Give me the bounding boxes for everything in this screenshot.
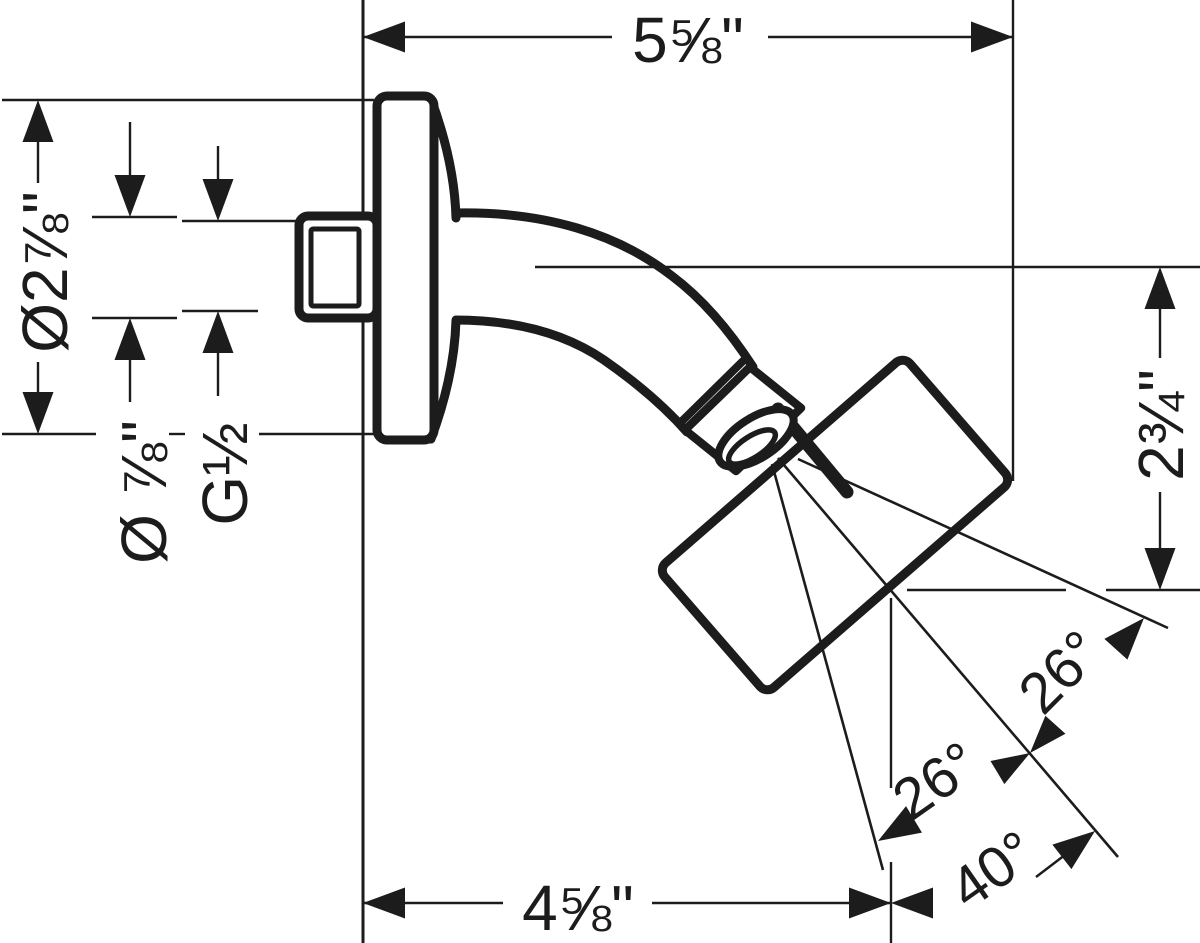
arrowhead-total-left [891,887,933,919]
shower-arm-top-edge [450,208,758,372]
arrowhead-up [202,311,234,353]
arrowhead-right [849,887,891,919]
arrowhead-angle-left [878,806,922,841]
arrowhead-left [363,21,405,53]
supply-nipple-inner [308,226,362,309]
spray-line-axis [777,457,1119,858]
dim-head-drop-label: 2¾" [1125,369,1197,481]
arrowhead-angle-right [1104,618,1144,660]
dim-spray-angles [878,618,1144,919]
arrowhead-bowtie-lower [1030,715,1066,753]
arrowhead-down [202,179,234,221]
shower-arm-bottom-edge [450,315,692,437]
arrowhead-up [22,100,54,142]
dim-spray-angle-total-label: 40° [938,818,1047,922]
dim-head-drop [1144,267,1176,590]
arrowhead-down [114,175,146,217]
arrowhead-up [114,318,146,360]
spray-line-right [797,457,1169,630]
arrowhead-up [1144,267,1176,309]
arrowhead-down [22,392,54,434]
arrowhead-bowtie-upper [990,753,1030,785]
swivel-ball-inner [725,427,779,467]
dim-overall-width-label: 5⅝" [632,4,744,76]
dim-reach [363,887,891,919]
dimension-labels: 5⅝" Ø2⅞" Ø ⅞" G½ 2¾" 4⅝" 26° 26° 40° [9,4,1197,943]
dim-flange-diameter-label: Ø2⅞" [9,191,81,352]
spray-line-left [770,463,885,871]
arrowhead-right [971,21,1013,53]
dim-spray-angle-lower-label: 26° [1006,618,1114,726]
arrowhead-total-right [1052,831,1095,870]
dim-overall-width [363,21,1013,53]
dim-reach-label: 4⅝" [522,872,634,943]
arm-end-edge [676,357,747,427]
shower-arm [450,210,756,435]
dim-flange-diameter [22,100,54,434]
dim-thread-label: G½ [189,422,261,525]
swivel-ball [714,405,798,471]
dim-thread [202,146,234,396]
extension-lines [2,0,1015,943]
spray-lines [770,457,1169,871]
arrowhead-down [1144,548,1176,590]
dim-pipe-diameter-label: Ø ⅞" [108,420,180,564]
escutcheon-flange [372,91,439,445]
arrowhead-left [363,887,405,919]
dim-pipe-diameter [114,122,146,402]
fixture [294,91,1013,695]
